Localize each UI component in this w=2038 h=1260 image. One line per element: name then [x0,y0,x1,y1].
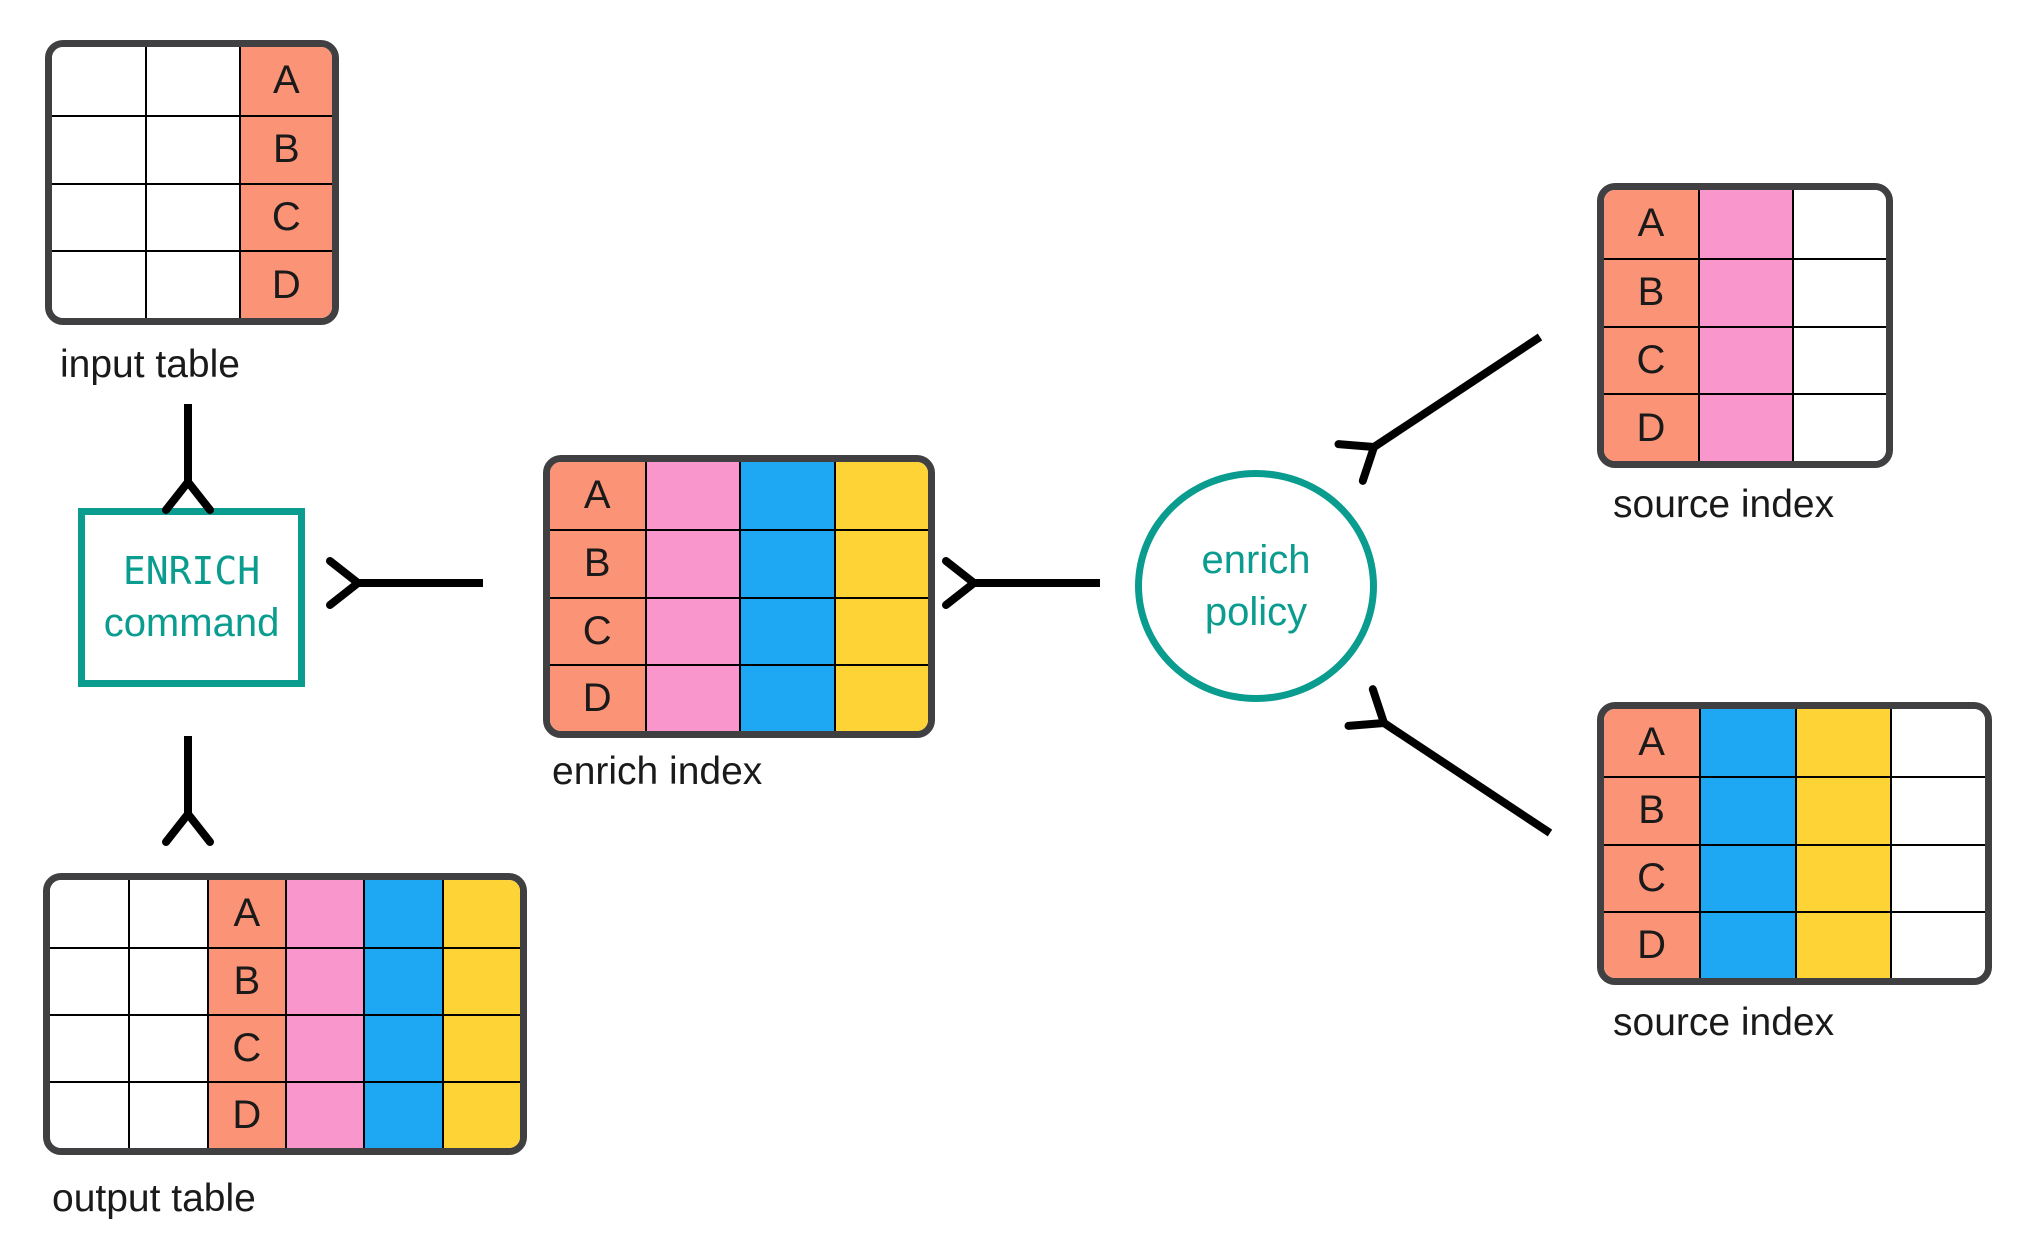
table-cell [50,880,129,947]
enrich-index-label: enrich index [552,750,763,793]
table-cell [363,880,442,947]
table-key-cell: C [206,1014,285,1081]
table-key-cell: C [550,596,645,664]
table-cell [1698,257,1792,326]
table-key-cell: A [1604,709,1700,777]
table-cell [1792,257,1886,326]
table-cell [441,1081,520,1148]
table-cell [441,947,520,1014]
table-cell [1794,910,1890,978]
table-cell [50,1014,129,1081]
table-cell [1889,910,1985,978]
table-cell [50,947,129,1014]
table-cell [145,250,239,318]
table-key-cell: B [1604,776,1700,844]
table-cell [1792,325,1886,394]
input-table-label: input table [60,343,240,386]
table-key-cell: D [1604,910,1700,978]
table-cell [1698,190,1792,258]
table-key-cell: D [550,663,645,731]
enrich-policy-line1: enrich [1201,538,1311,582]
enrich-policy-circle: enrich policy [1135,470,1377,702]
table-cell [1699,843,1795,911]
table-cell [363,947,442,1014]
table-cell [52,250,146,318]
arrow-source-bottom-to-policy [1344,685,1553,837]
source-index-top-label: source index [1613,483,1835,526]
source-index-bottom-label: source index [1613,1001,1835,1044]
table-cell [52,114,146,183]
arrow-source-top-to-policy [1334,333,1543,485]
table-cell [128,1081,207,1148]
table-cell [1698,325,1792,394]
table-key-cell: A [550,462,645,530]
table-key-cell: B [1604,257,1698,326]
table-cell [739,663,834,731]
table-cell [833,596,928,664]
table-cell [1792,190,1886,258]
table-cell [833,529,928,597]
table-key-cell: A [206,880,285,947]
enrich-policy-line2: policy [1204,590,1308,634]
table-key-cell: B [238,114,332,183]
enrich-command-box: ENRICH command [78,508,305,687]
table-cell [1794,776,1890,844]
table-key-cell: C [1604,843,1700,911]
table-cell [1794,709,1890,777]
table-cell [128,1014,207,1081]
enrich-command-keyword: ENRICH [122,549,261,593]
table-cell [1889,776,1985,844]
table-cell [128,947,207,1014]
table-cell [441,1014,520,1081]
table-cell [285,947,364,1014]
table-cell [441,880,520,947]
table-cell [1699,776,1795,844]
table-cell [1792,393,1886,461]
table-key-cell: D [238,250,332,318]
table-key-cell: B [206,947,285,1014]
table-key-cell: C [238,182,332,251]
table-cell [644,596,739,664]
table-cell [644,529,739,597]
table-cell [739,596,834,664]
table-cell [1699,910,1795,978]
table-key-cell: C [1604,325,1698,394]
table-key-cell: D [206,1081,285,1148]
table-cell [363,1014,442,1081]
table-cell [644,462,739,530]
table-cell [145,47,239,115]
table-cell [739,529,834,597]
table-cell [145,114,239,183]
table-cell [833,663,928,731]
table-cell [128,880,207,947]
table-cell [52,47,146,115]
table-cell [833,462,928,530]
table-key-cell: B [550,529,645,597]
table-cell [363,1081,442,1148]
table-cell [50,1081,129,1148]
enrich-command-word: command [103,601,280,645]
table-key-cell: D [1604,393,1698,461]
table-cell [1889,843,1985,911]
table-cell [1699,709,1795,777]
table-cell [52,182,146,251]
table-cell [739,462,834,530]
table-cell [285,1014,364,1081]
table-cell [145,182,239,251]
table-cell [644,663,739,731]
table-cell [1794,843,1890,911]
table-cell [285,1081,364,1148]
table-cell [285,880,364,947]
table-key-cell: A [238,47,332,115]
table-key-cell: A [1604,190,1698,258]
table-cell [1698,393,1792,461]
table-cell [1889,709,1985,777]
output-table-label: output table [52,1177,256,1220]
